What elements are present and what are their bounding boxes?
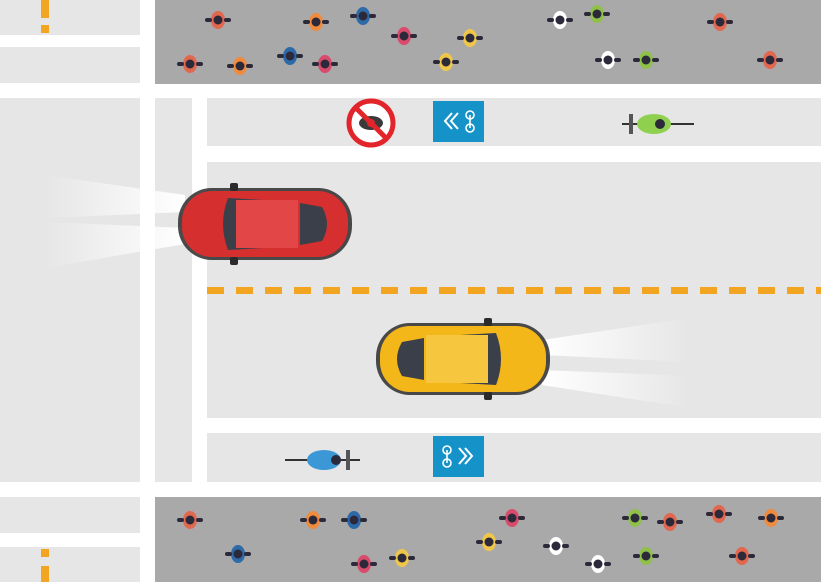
crosswalk-strip	[155, 98, 192, 482]
lane-dash	[758, 287, 775, 294]
bike-lane-westbound-icon	[433, 101, 484, 142]
side-street-segment	[0, 47, 140, 83]
lane-dash	[207, 287, 224, 294]
lane-dash	[323, 287, 340, 294]
lane-dash	[352, 287, 369, 294]
bike-lane-south	[207, 433, 821, 482]
side-street-segment	[0, 0, 140, 35]
lane-dash	[555, 287, 572, 294]
bike-lane-eastbound-icon	[433, 436, 484, 477]
side-street-segment	[0, 98, 140, 482]
sidewalk-north	[155, 0, 821, 84]
lane-dash	[526, 287, 543, 294]
lane-dash	[584, 287, 601, 294]
lane-dash	[439, 287, 456, 294]
side-street-center-mark	[41, 25, 49, 33]
bike-lane-north	[207, 98, 821, 146]
side-street-segment	[0, 497, 140, 533]
lane-dash	[613, 287, 630, 294]
lane-dash	[671, 287, 688, 294]
lane-dash	[381, 287, 398, 294]
lane-dash	[497, 287, 514, 294]
lane-dash	[729, 287, 746, 294]
red-car	[178, 183, 352, 265]
lane-dash	[468, 287, 485, 294]
lane-dash	[294, 287, 311, 294]
no-bicycle-sign-icon	[349, 101, 393, 145]
lane-dash	[700, 287, 717, 294]
yellow-car	[376, 318, 550, 400]
lane-dash	[816, 287, 821, 294]
lane-dash	[410, 287, 427, 294]
lane-dash	[265, 287, 282, 294]
lane-dash	[642, 287, 659, 294]
side-street-center-mark	[41, 549, 49, 557]
lane-dash	[236, 287, 253, 294]
side-street-center-mark	[41, 566, 49, 582]
lane-dash	[787, 287, 804, 294]
side-street-center-mark	[41, 0, 49, 18]
side-street-segment	[0, 547, 140, 582]
